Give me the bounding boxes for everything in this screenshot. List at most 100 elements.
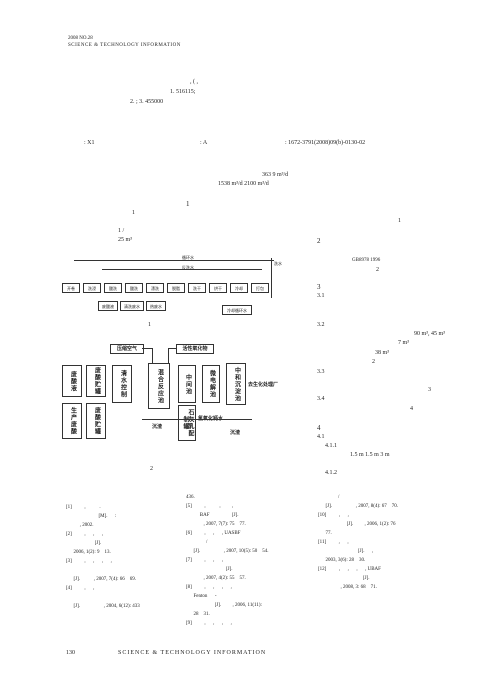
fig1-top-label-2: 反洗水 [182, 265, 194, 270]
ref-line: [7] , , , [186, 558, 224, 563]
fig1-top-label-1: 循环水 [182, 255, 194, 260]
subsection-3-2: 3.2 [317, 322, 325, 328]
figure-2-treatment-flow: 压缩空气 活性氧化物 废酸液 生产废酸 废酸贮罐 废酸贮罐 清水控制 混合反应池… [62, 343, 298, 441]
volume-value-1: 90 m³, 45 m³ [414, 331, 445, 337]
figure-2-caption: 2 [150, 466, 153, 472]
ref-line: [5] , , , [186, 504, 234, 509]
ref-line: 28 31. [186, 612, 210, 617]
fig1-bottom-3: 热废水 [146, 301, 166, 311]
ref-line: [6] , , , UASBF [186, 531, 241, 536]
section-heading-1: 1 [186, 200, 190, 208]
ref-line: , 2002. [66, 523, 94, 528]
fig2-reagent-drop [168, 348, 169, 363]
fig1-side-label: 洗水 [274, 261, 282, 266]
fig1-process-8: 烘干 [209, 283, 227, 293]
right-para-marker: 1 [398, 218, 401, 224]
ref-line: [10] , , [318, 513, 349, 518]
ref-line: , 2008, 3: 68 71. [318, 585, 377, 590]
right-note-3: 3 [428, 387, 431, 393]
fig2-air-line [142, 348, 152, 349]
footer-journal-name: SCIENCE & TECHNOLOGY INFORMATION [118, 650, 267, 656]
ref-line: 2003, 3(6): 28 30. [318, 558, 366, 563]
affiliation-row3: 2. ; 3. 455000 [130, 99, 164, 105]
ref-line: [9] , , , , [186, 621, 232, 626]
section-heading-3: 3 [317, 283, 321, 291]
ref-line: BAF [J]. [186, 513, 239, 518]
ref-line: , 2007, 4(2): 55 57. [186, 576, 246, 581]
journal-name-header: SCIENCE & TECHNOLOGY INFORMATION [68, 43, 181, 48]
fig1-process-4: 酸洗 [125, 283, 143, 293]
fig2-mixing-tank: 混合反应池 [148, 363, 170, 409]
ref-line: [M]. : [66, 514, 117, 519]
ref-line: [8] , , , , [186, 585, 232, 590]
tank-dimensions: 1.5 m 1.5 m 3 m [350, 452, 390, 458]
fig2-output-label: 去生化处理厂 [248, 383, 279, 388]
body-item-3: 25 m³ [118, 237, 132, 243]
fig2-sludge-1: 沉渣 [152, 425, 163, 430]
standard-ref: GB8978 1996 [352, 258, 381, 263]
fig1-process-10: 打包 [251, 283, 269, 293]
section-heading-4: 4 [317, 424, 321, 432]
ref-line: [2] , , , [66, 532, 104, 537]
fig1-top-line-2 [102, 269, 262, 270]
subsection-4-1-2: 4.1.2 [325, 470, 337, 476]
ref-line: [1] , . [66, 505, 101, 510]
ref-line: [12] , , , , UBAF [318, 567, 381, 572]
fig2-acid-tank-1: 废酸贮罐 [86, 365, 106, 397]
subsection-3-3: 3.3 [317, 369, 325, 375]
page-number: 130 [66, 650, 75, 656]
fig1-top-line-1 [74, 260, 274, 261]
fig2-lime-tank: 石灰乳配制罐 [178, 405, 196, 441]
references-mid: 436. [5] , , , BAF [J]. , 2007, 7(7): 75… [186, 495, 316, 630]
ref-line: [J]. , 2007, 7(4): 66 69. [66, 577, 137, 582]
ref-line: [J]. [66, 541, 102, 546]
flow-value-2: 1538 m³/d 2100 m³/d [218, 181, 269, 187]
fig2-neutral-tank: 中和沉淀池 [226, 363, 246, 405]
ref-line: Fenton - [186, 594, 217, 599]
fig1-process-3: 酸洗 [104, 283, 122, 293]
ref-line: [J]. [186, 567, 233, 572]
fig2-electrolysis-tank: 微电解池 [202, 365, 220, 403]
fig1-process-1: 开卷 [62, 283, 80, 293]
ref-line: [J]. , 2004, 6(12): 433 [66, 604, 140, 609]
fig2-waste-acid: 废酸液 [62, 365, 82, 397]
subsection-4-1: 4.1 [317, 434, 325, 440]
fig2-bottom-line [142, 419, 252, 420]
fig1-side-line [271, 258, 272, 298]
affiliation-row1: , ( , [190, 79, 198, 85]
subsection-4-1-1: 4.1.1 [325, 443, 337, 449]
document-code: : A [200, 140, 208, 146]
references-left: [1] , . [M]. : , 2002. [2] , , , [J]. 20… [66, 505, 186, 613]
right-note-2: 2 [376, 267, 379, 273]
body-item-1: 1 [132, 210, 135, 216]
fig2-production-acid: 生产废酸 [62, 403, 82, 439]
ref-line: / [318, 495, 340, 500]
ref-line [66, 568, 186, 577]
right-note-4: 4 [410, 406, 413, 412]
fig2-air-box: 压缩空气 [110, 344, 144, 354]
subsection-3-1: 3.1 [317, 293, 325, 299]
ref-line: , 2007, 7(7): 75 77. [186, 522, 246, 527]
article-id: : 1672-3791(2008)09(b)-0130-02 [285, 140, 366, 146]
ref-line: [11] , , [318, 540, 349, 545]
fig2-middle-tank: 中间池 [178, 365, 196, 403]
ref-line: [J]. , 2006, 11(11): [186, 603, 262, 608]
fig2-control-tank: 清水控制 [112, 365, 132, 403]
ref-line: [4] , , [66, 586, 95, 591]
section-heading-2: 2 [317, 237, 321, 245]
ref-line: [J]. , [318, 549, 374, 554]
fig2-reagent-line [168, 348, 176, 349]
fig1-bottom-2: 清洗废水 [120, 301, 144, 311]
ref-line: [3] , , , , [66, 559, 112, 564]
ref-line: [J]. , 2007, 10(5): 50 54. [186, 549, 269, 554]
body-item-2: 1 / [118, 228, 125, 234]
volume-value-2: 7 m³ [398, 340, 409, 346]
ref-line [66, 595, 186, 604]
fig2-reagent-box: 活性氧化物 [176, 344, 214, 354]
ref-line: [J]. , 2006, 1(2): 76 [318, 522, 396, 527]
ref-line: [J]. , 2007, 8(4): 67 70. [318, 504, 399, 509]
figure-1-process-flow: 循环水 反洗水 洗水 开卷 洗浸 酸洗 酸洗 漂洗 脱脂 洗干 烘干 冷却 打包… [62, 255, 294, 315]
ref-line: 2006, 1(2): 9 13. [66, 550, 111, 555]
classification-code: : X1 [84, 140, 95, 146]
ref-line: [J]. [318, 576, 370, 581]
